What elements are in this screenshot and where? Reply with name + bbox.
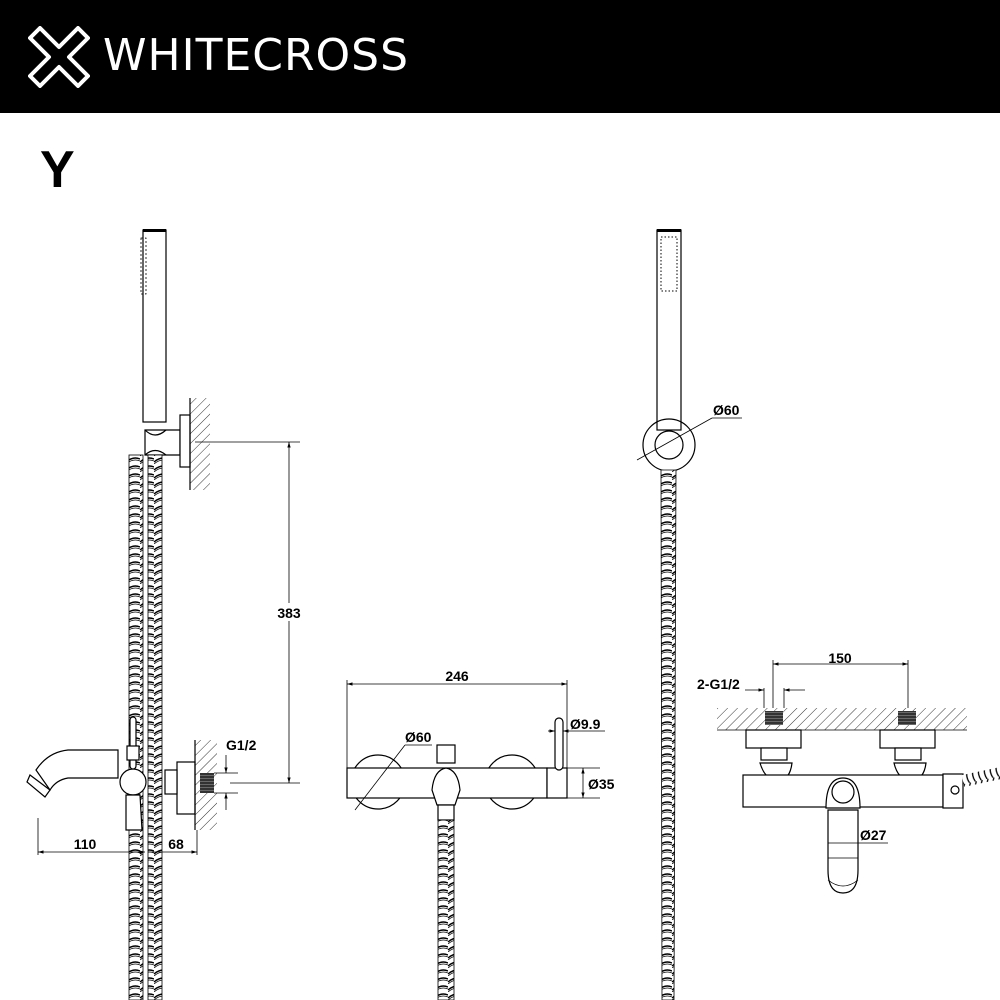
model-label: Y: [40, 141, 75, 199]
brand-name: WHITECROSS: [103, 30, 410, 81]
side-view: 383 G1/2 110 68: [26, 229, 306, 1000]
mixer-body-side: [119, 768, 147, 796]
handshower-body: [142, 229, 167, 423]
dim-spout-110: 110: [74, 836, 97, 852]
cross-outline-icon: [28, 26, 90, 88]
dim-body-35: Ø35: [588, 776, 615, 792]
dim-spout-27: Ø27: [860, 827, 887, 843]
handshower-view: Ø60: [636, 229, 742, 1000]
dim-lever-9-9: Ø9.9: [570, 716, 601, 732]
dim-centres-150: 150: [828, 650, 852, 666]
dim-outlet-60: Ø60: [713, 402, 740, 418]
spout-side: [35, 749, 119, 792]
brand-header: WHITECROSS: [0, 0, 1000, 113]
top-view: 150 2-G1/2 Ø27: [697, 650, 1000, 894]
lever-front: [554, 717, 564, 771]
front-view: 246 Ø60 Ø9.9 Ø35: [346, 668, 615, 1000]
spray-grid-icon: [660, 236, 678, 292]
spray-nozzles-icon: [140, 237, 147, 295]
dim-inlets-2g12: 2-G1/2: [697, 676, 740, 692]
dim-inlet-g12: G1/2: [226, 737, 257, 753]
dim-projection-68: 68: [168, 836, 184, 852]
spout-top: [827, 809, 859, 894]
dim-height-383: 383: [277, 605, 301, 621]
dim-width-246: 246: [445, 668, 469, 684]
dim-escutcheon-60: Ø60: [405, 729, 432, 745]
lever-side: [129, 716, 137, 770]
